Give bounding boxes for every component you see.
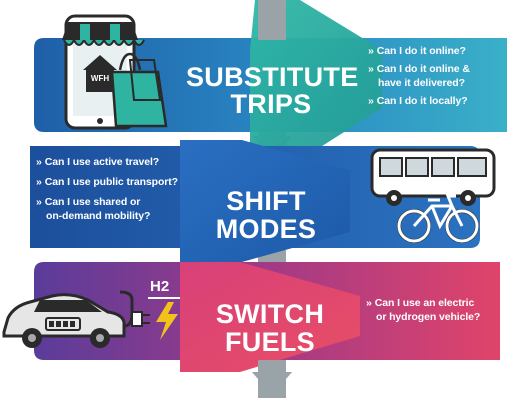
shopping-bag-icon: [110, 52, 168, 128]
pink-arrow: [180, 262, 360, 372]
lightning-icon: [156, 302, 178, 340]
question-item: »Can I use active travel?: [36, 156, 160, 168]
title-switch-fuels: SWITCH FUELS: [215, 299, 325, 357]
question-item-cont: on-demand mobility?: [46, 210, 151, 222]
question-item: »Can I use an electric: [366, 297, 475, 309]
shop-sign: WFH: [90, 74, 110, 83]
question-item: »Can I do it online &: [368, 63, 470, 75]
questions-switch: »Can I use an electric or hydrogen vehic…: [366, 296, 506, 324]
question-item-cont: or hydrogen vehicle?: [376, 311, 481, 323]
electric-car-icon: [2, 293, 126, 348]
title-shift-modes: SHIFT MODES: [215, 186, 317, 244]
questions-shift: »Can I use active travel? »Can I use pub…: [36, 155, 206, 223]
bicycle-icon: [397, 194, 479, 243]
title-substitute-line2: TRIPS: [230, 89, 312, 119]
question-item-cont: have it delivered?: [378, 77, 465, 89]
questions-substitute: »Can I do it online? »Can I do it online…: [368, 44, 508, 108]
blue-arrow: [180, 140, 350, 262]
question-item: »Can I do it online?: [368, 45, 466, 57]
question-item: »Can I do it locally?: [368, 95, 468, 107]
charging-cable: [119, 290, 134, 328]
bus-icon: [370, 148, 496, 206]
title-substitute-line1: SUBSTITUTE: [186, 62, 359, 92]
title-substitute-trips: SUBSTITUTE TRIPS: [186, 62, 359, 119]
h2-label: H2: [150, 278, 170, 295]
question-item: »Can I use shared or: [36, 196, 141, 208]
plug-icon: [131, 311, 150, 327]
question-item: »Can I use public transport?: [36, 176, 178, 188]
